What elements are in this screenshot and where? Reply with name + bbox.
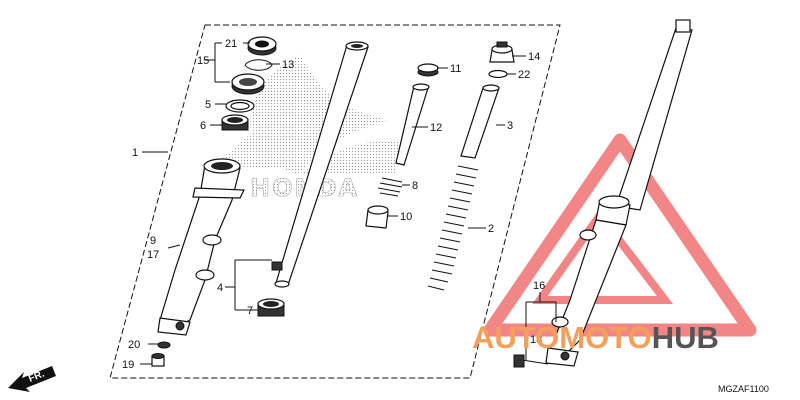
part-slider-bushing <box>221 114 249 131</box>
callout-labels: 21 13 15 5 6 1 9 17 4 7 20 19 11 12 3 8 … <box>122 38 545 371</box>
callout-12: 12 <box>430 122 442 134</box>
part-fork-bolt <box>489 41 515 63</box>
part-axle-pinch-bolt <box>513 354 549 368</box>
callout-17: 17 <box>147 249 159 261</box>
watermark-hub: HUB <box>652 320 719 355</box>
callout-2: 2 <box>488 223 494 235</box>
callout-3: 3 <box>507 120 513 132</box>
watermark-auto: AUTO <box>472 320 559 355</box>
callout-18: 18 <box>530 334 542 346</box>
exploded-view-frame <box>109 24 561 379</box>
part-o-ring <box>488 69 508 79</box>
part-damper-rod <box>395 83 430 166</box>
diagram-code: MGZAF1100 <box>718 384 769 394</box>
callout-20: 20 <box>128 339 140 351</box>
part-fork-slider <box>157 158 245 336</box>
callout-4: 4 <box>217 282 223 294</box>
front-direction-arrow: FR. <box>8 366 56 392</box>
callout-6: 6 <box>200 120 206 132</box>
callout-1: 1 <box>132 147 138 159</box>
callout-21: 21 <box>225 38 237 50</box>
callout-22: 22 <box>518 69 530 81</box>
callout-8: 8 <box>412 180 418 192</box>
watermark-logo <box>483 133 757 337</box>
part-spacer <box>460 84 500 159</box>
callout-15: 15 <box>197 55 209 67</box>
part-fork-pipe <box>271 41 369 288</box>
callout-5: 5 <box>205 99 211 111</box>
part-oil-seal <box>231 73 265 95</box>
part-oil-lock-piece <box>365 205 389 229</box>
part-fork-spring <box>427 165 479 291</box>
part-piston-ring <box>417 63 439 77</box>
callout-19: 19 <box>122 359 134 371</box>
callout-lines <box>140 42 557 365</box>
callout-11: 11 <box>450 63 461 75</box>
part-rebound-spring <box>377 177 403 197</box>
part-guide-bushing <box>257 298 285 317</box>
callout-14: 14 <box>528 51 540 63</box>
part-dust-seal <box>247 36 277 56</box>
assembled-fork <box>545 19 693 367</box>
callout-10: 10 <box>400 211 412 223</box>
watermark-text: AUTOMOTOHUB <box>472 320 719 355</box>
watermark-moto: MOTO <box>559 320 651 355</box>
part-socket-bolt <box>151 353 165 367</box>
callout-13: 13 <box>282 59 294 71</box>
callout-7: 7 <box>247 305 253 317</box>
callout-9: 9 <box>150 235 156 247</box>
callout-16: 16 <box>533 280 545 292</box>
part-washer <box>225 99 255 113</box>
part-copper-washer <box>157 341 171 349</box>
part-circlip <box>244 59 273 71</box>
